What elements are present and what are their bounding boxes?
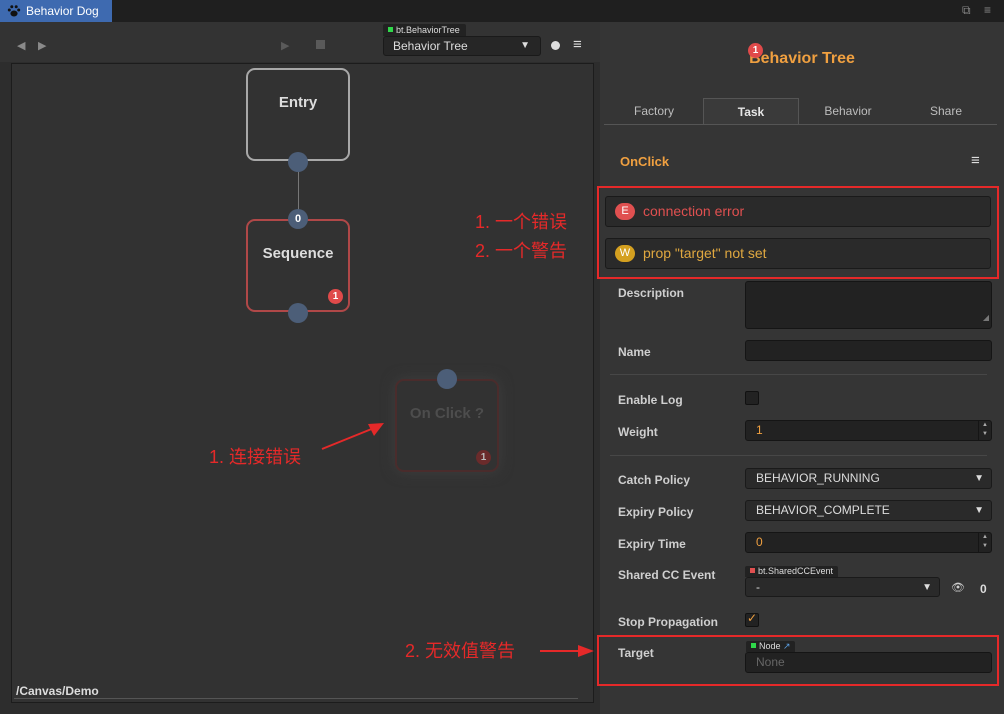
eye-icon[interactable]: 👁 [951,582,965,594]
window-title: Behavior Dog [26,4,99,18]
back-icon[interactable]: ◀ [17,40,26,52]
shared-event-select[interactable]: - ▼ [745,577,940,597]
weight-label: Weight [618,425,658,439]
expiry-time-input[interactable]: 0 ▲▼ [745,532,992,553]
catch-policy-select[interactable]: BEHAVIOR_RUNNING ▼ [745,468,992,489]
title-bar [0,0,1004,23]
name-label: Name [618,345,651,359]
weight-input[interactable]: 1 ▲▼ [745,420,992,441]
play-icon[interactable]: ▶ [281,40,290,52]
paw-icon [7,5,21,17]
chevron-down-icon: ▼ [922,582,932,593]
warning-text: prop "target" not set [643,245,767,261]
entry-node[interactable]: Entry [246,68,350,161]
window-tab[interactable]: Behavior Dog [0,0,112,22]
error-message: E connection error [605,196,991,227]
chevron-down-icon: ▼ [974,505,984,516]
onclick-in-port[interactable] [437,369,457,389]
record-icon[interactable] [551,41,560,50]
hamburger-icon[interactable]: ≡ [573,36,582,53]
expiry-policy-select[interactable]: BEHAVIOR_COMPLETE ▼ [745,500,992,521]
annotation-invalid-warning: 2. 无效值警告 [405,641,516,661]
stop-propagation-label: Stop Propagation [618,615,718,629]
inspector-error-badge: 1 [748,43,763,58]
horizontal-scrollbar[interactable] [14,698,578,699]
expiry-time-label: Expiry Time [618,537,686,551]
entry-out-port[interactable] [288,152,308,172]
menu-icon[interactable]: ≡ [984,3,992,17]
annotation-box-target [597,635,999,686]
connection-line [298,160,299,220]
annotation-arrow [321,423,384,450]
divider [610,374,987,375]
shared-event-count: 0 [980,582,987,596]
target-type-badge: Node ↗ [746,641,795,652]
sequence-in-port[interactable]: 0 [288,209,308,229]
error-icon: E [615,203,635,220]
external-link-icon[interactable]: ↗ [783,641,791,651]
warning-message: W prop "target" not set [605,238,991,269]
weight-stepper[interactable]: ▲▼ [978,421,991,440]
resize-handle-icon[interactable]: ◢ [982,313,989,322]
section-title: OnClick [620,154,670,169]
divider [610,455,987,456]
target-input[interactable]: None [745,652,992,673]
description-textarea[interactable]: ◢ [745,281,992,329]
tree-type-badge: bt.BehaviorTree [383,24,466,36]
tab-behavior[interactable]: Behavior [824,104,872,118]
inspector-title: Behavior Tree [749,50,855,67]
chevron-down-icon: ▼ [520,40,530,51]
tree-select[interactable]: Behavior Tree ▼ [383,36,541,56]
chevron-down-icon: ▼ [974,473,984,484]
expiry-time-stepper[interactable]: ▲▼ [978,533,991,552]
forward-icon[interactable]: ▶ [38,40,47,52]
stop-icon[interactable] [316,40,325,49]
tab-share[interactable]: Share [929,104,963,118]
name-input[interactable] [745,340,992,361]
checkmark-icon: ✓ [747,611,758,625]
annotation-arrow [540,645,594,657]
tab-task[interactable]: Task [703,98,799,124]
inspector-panel [600,22,1004,714]
restore-icon[interactable]: ⧉ [962,3,971,17]
stop-propagation-checkbox[interactable]: ✓ [745,611,759,627]
enable-log-label: Enable Log [618,393,683,407]
warning-icon: W [615,245,635,262]
canvas-path: /Canvas/Demo [16,684,99,698]
annotation-box-messages [597,186,999,279]
target-label: Target [618,646,654,660]
enable-log-checkbox[interactable] [745,391,759,405]
expiry-policy-label: Expiry Policy [618,505,694,519]
catch-policy-label: Catch Policy [618,473,691,487]
onclick-error-badge: 1 [476,450,491,465]
sequence-out-port[interactable] [288,303,308,323]
annotation-warning: 2. 一个警告 [475,241,568,261]
shared-event-type-badge: bt.SharedCCEvent [745,566,839,577]
section-menu-icon[interactable]: ≡ [971,152,980,169]
shared-event-label: Shared CC Event [618,568,716,582]
error-text: connection error [643,203,745,219]
tab-factory[interactable]: Factory [633,104,674,118]
annotation-error: 1. 一个错误 [475,212,568,232]
annotation-connection-error: 1. 连接错误 [209,447,302,467]
tree-select-value: Behavior Tree [393,39,468,53]
description-label: Description [618,286,685,300]
error-badge: 1 [328,289,343,304]
tab-underline [604,124,997,125]
